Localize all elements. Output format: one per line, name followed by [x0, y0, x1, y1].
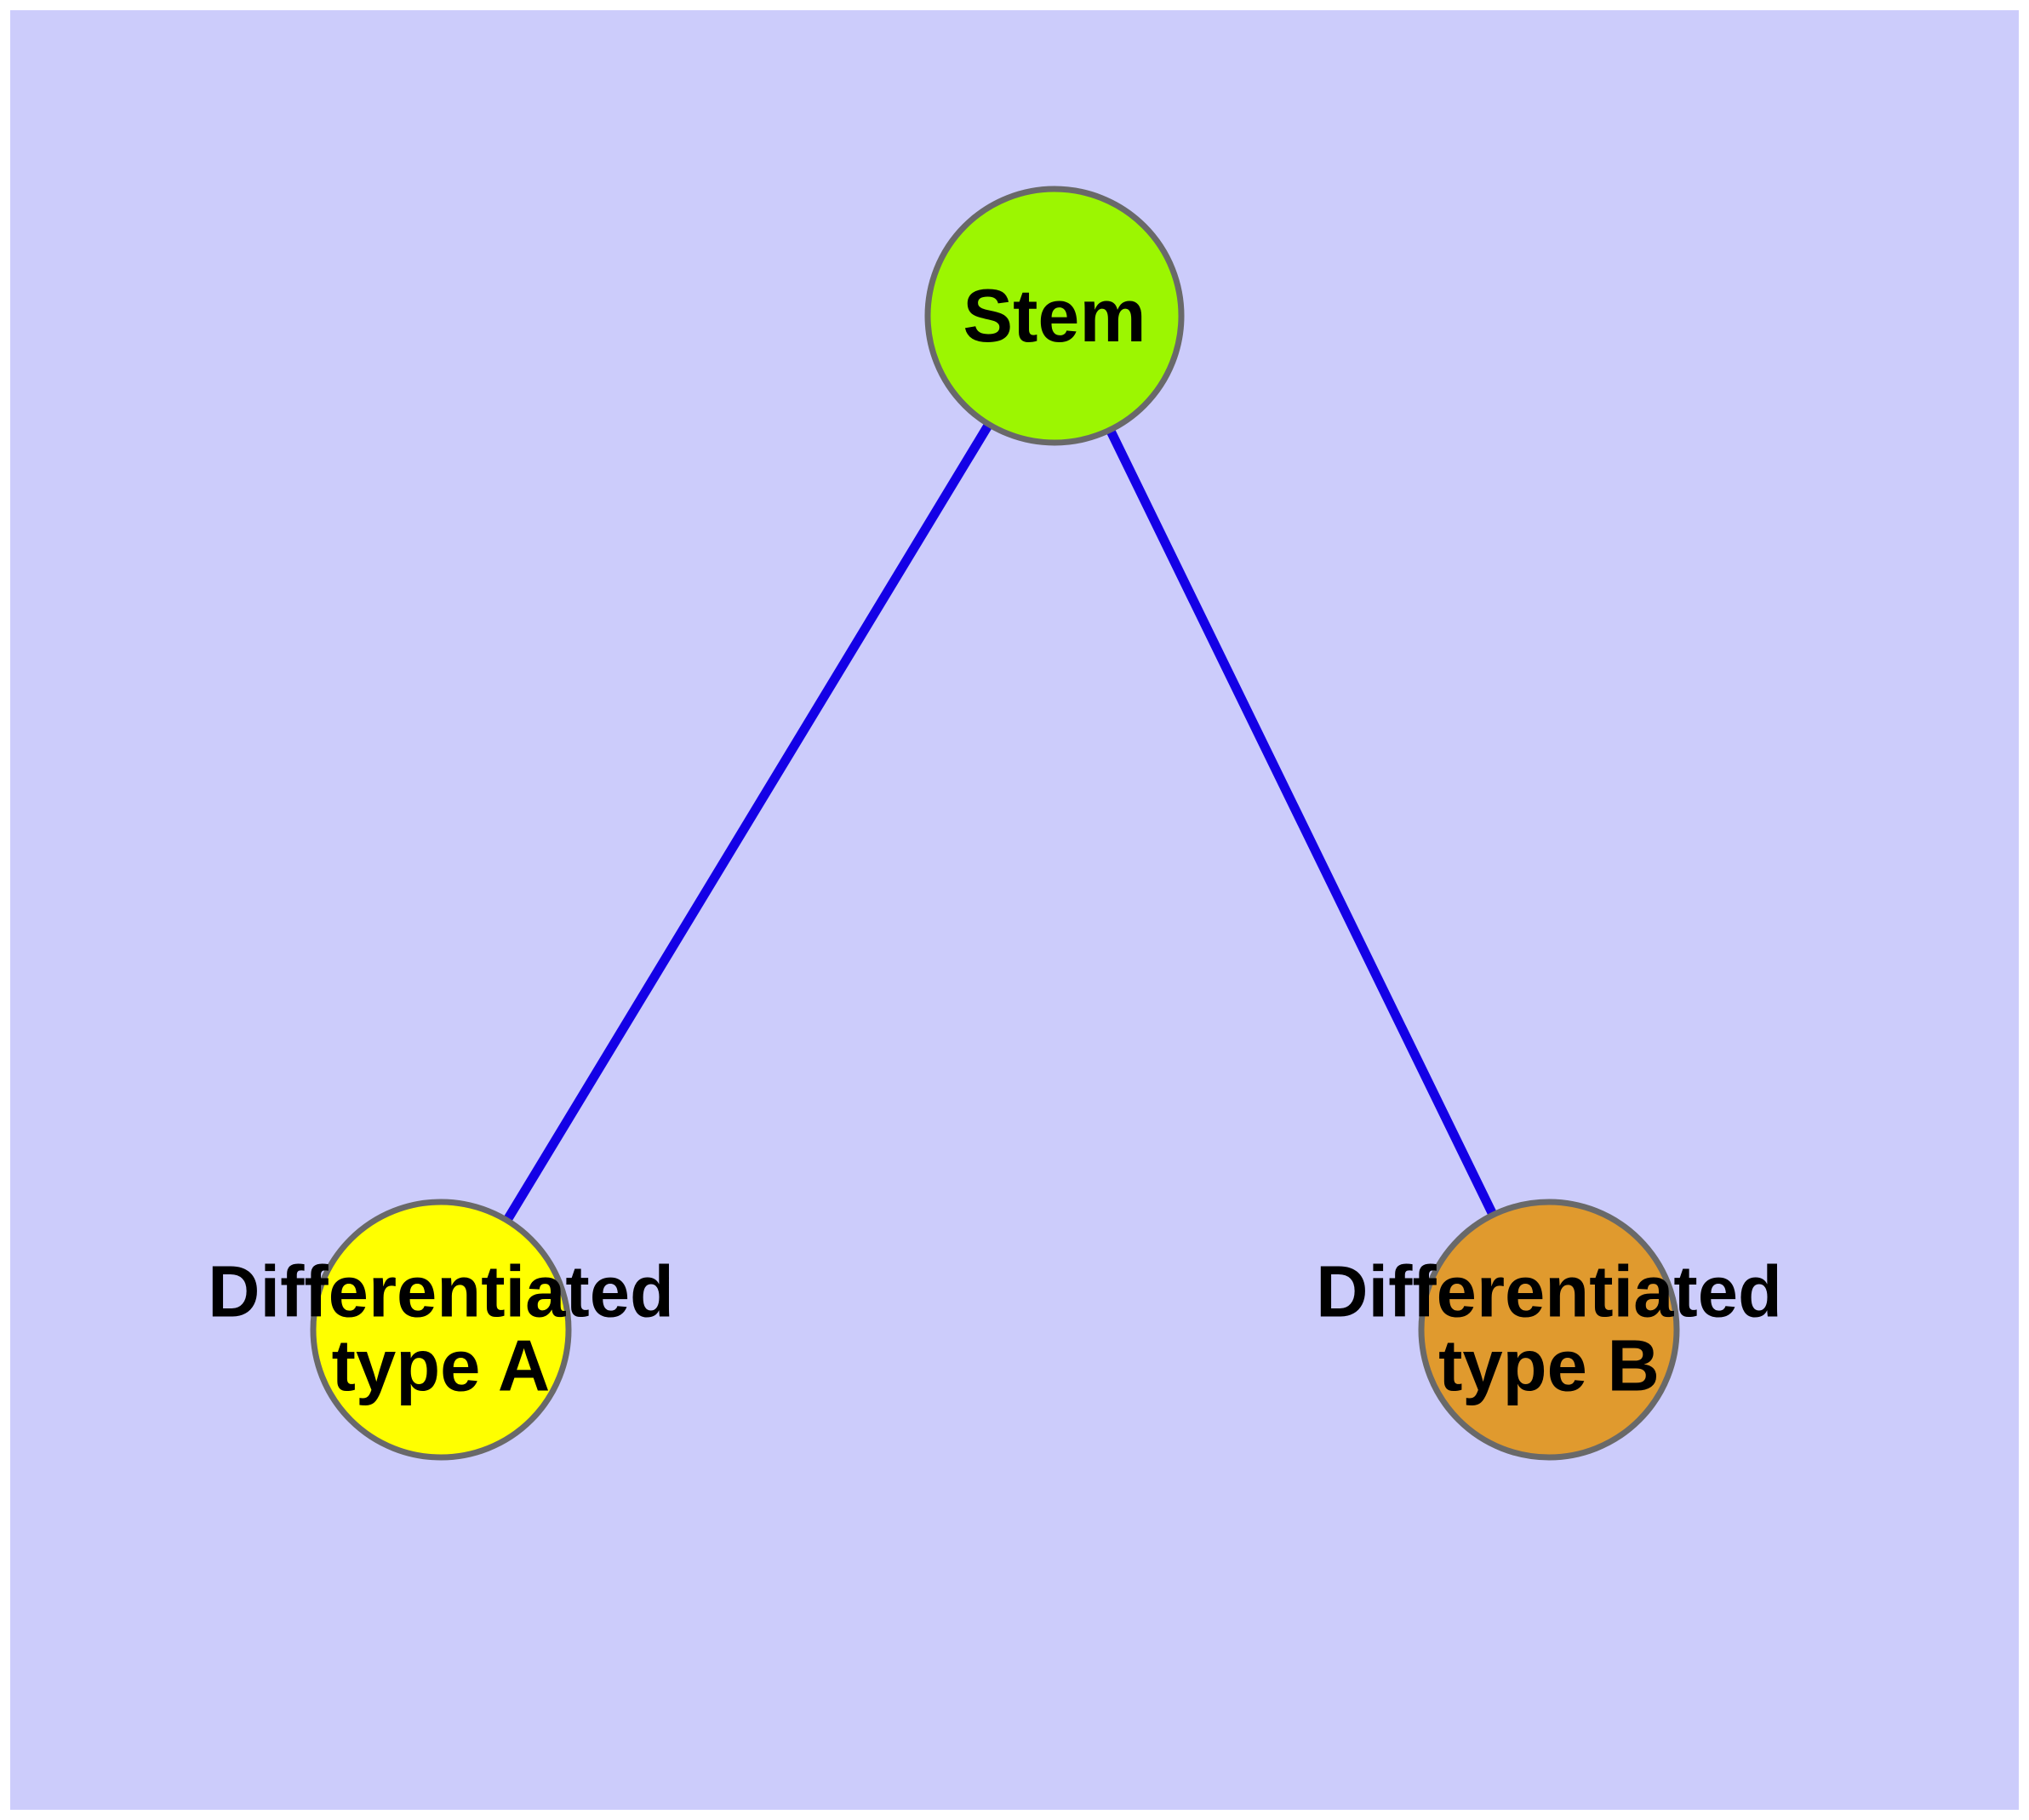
- node-differentiated-type-a[interactable]: [310, 1199, 572, 1461]
- edge-stem-to-differentiated-type-a: [437, 313, 1059, 1332]
- node-differentiated-type-b[interactable]: [1418, 1199, 1680, 1461]
- nodes-layer: [310, 186, 1680, 1461]
- node-stem[interactable]: [924, 186, 1185, 446]
- edges-layer: [437, 313, 1553, 1332]
- edge-stem-to-differentiated-type-b: [1050, 313, 1553, 1332]
